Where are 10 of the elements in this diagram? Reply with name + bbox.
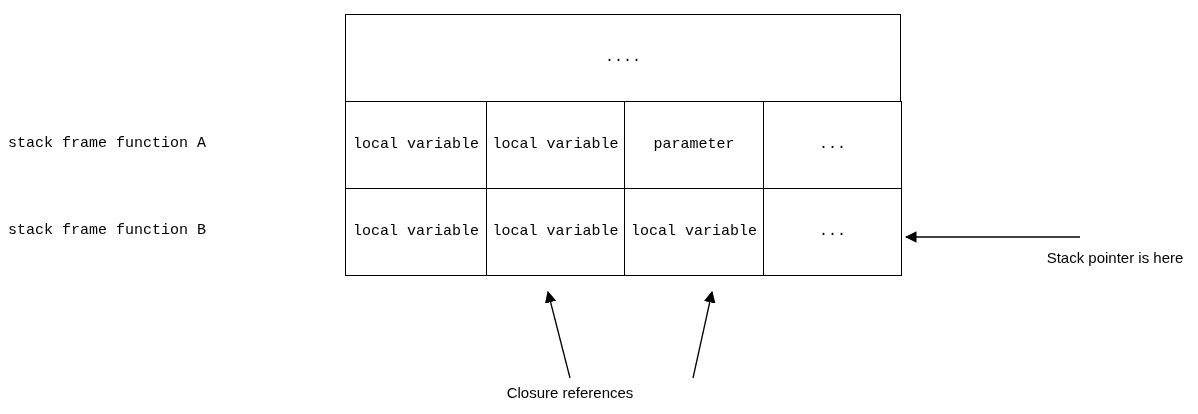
row-label: stack frame function A — [8, 135, 207, 152]
stack-slot: .... — [345, 14, 901, 102]
annotation-text: Stack pointer is here — [1040, 248, 1190, 288]
arrow — [544, 290, 571, 379]
arrow — [692, 290, 716, 379]
stack-slot: ... — [763, 188, 902, 276]
row-label: stack frame function B — [8, 222, 207, 239]
annotation-text: Closure references — [480, 383, 660, 403]
arrow — [904, 231, 1081, 243]
stack-slot: local variable — [345, 188, 487, 276]
